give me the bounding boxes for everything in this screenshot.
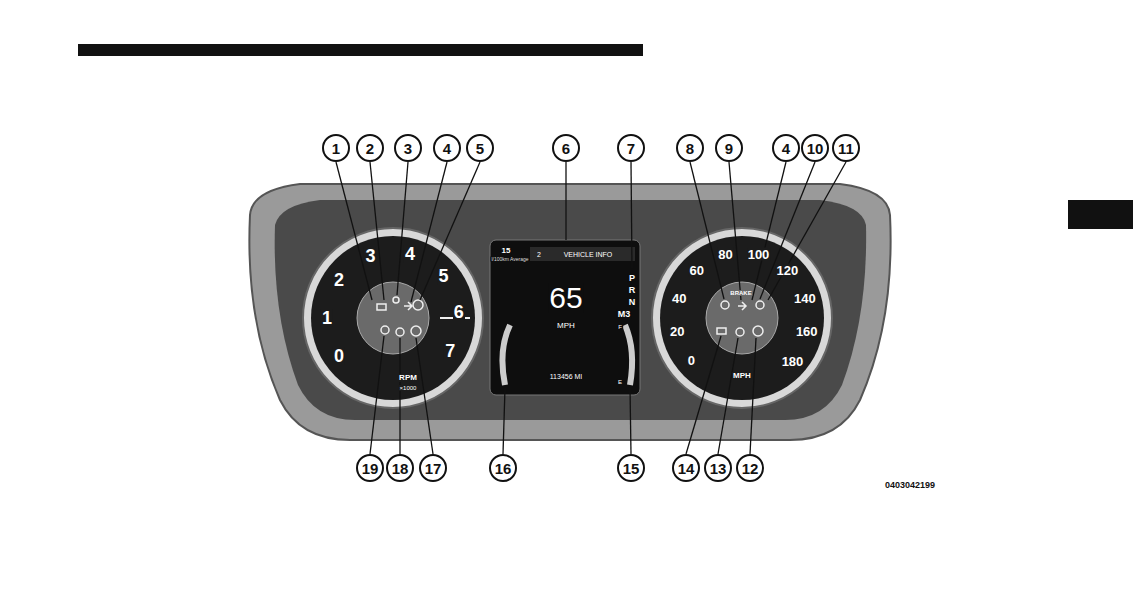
callout-number: 14: [678, 460, 695, 477]
cluster-face: [275, 200, 866, 420]
tach-numeral: 2: [333, 271, 345, 289]
speed-numeral: 160: [795, 324, 819, 337]
speed-numeral: 0: [687, 354, 696, 367]
callout-circle: 10: [801, 134, 829, 162]
callout-circle: 3: [394, 134, 422, 162]
callout-circle: 6: [552, 134, 580, 162]
fuel-mark: F: [617, 324, 623, 330]
gauge-unit: ×1000: [399, 385, 418, 391]
display-header: [530, 247, 635, 261]
display-text: MPH: [556, 322, 576, 330]
gear-letter: M3: [617, 310, 632, 319]
cluster-bezel: [249, 184, 890, 440]
callout-number: 18: [392, 460, 409, 477]
gear-letter: P: [628, 274, 636, 283]
speedo-hub: [706, 282, 778, 354]
gauge-unit: RPM: [398, 374, 418, 382]
callout-number: 11: [838, 140, 854, 157]
speedo-face: [660, 236, 824, 400]
callout-circle: 4: [772, 134, 800, 162]
callout-circle: 13: [704, 454, 732, 482]
callout-circle: 4: [433, 134, 461, 162]
callout-number: 4: [782, 140, 790, 157]
fuel-mark: E: [617, 379, 623, 385]
speedo-ring: [652, 228, 832, 408]
tach-numeral: 3: [364, 247, 376, 265]
speed-numeral: 140: [793, 291, 817, 304]
leader-lines: [336, 162, 846, 454]
speed-numeral: 180: [781, 354, 805, 367]
speed-numeral: 20: [669, 324, 685, 337]
callout-circle: 12: [736, 454, 764, 482]
warning-text: BRAKE: [729, 290, 752, 296]
temp-bar: [502, 325, 510, 385]
tach-ring: [303, 228, 483, 408]
callout-number: 12: [742, 460, 759, 477]
callout-circle: 7: [617, 134, 645, 162]
callout-number: 1: [332, 140, 340, 157]
callout-number: 3: [404, 140, 412, 157]
section-tab: [1068, 200, 1133, 229]
callout-circle: 8: [676, 134, 704, 162]
callout-number: 13: [710, 460, 727, 477]
figure-id: 0403042199: [884, 481, 936, 490]
callout-number: 4: [443, 140, 451, 157]
callout-number: 16: [495, 460, 512, 477]
callout-number: 7: [627, 140, 635, 157]
center-display: [490, 240, 640, 395]
callout-number: 6: [562, 140, 570, 157]
gear-letter: R: [628, 286, 637, 295]
odometer: 113456 MI: [549, 373, 584, 380]
tach-numeral: 6: [453, 303, 465, 321]
callout-circle: 2: [356, 134, 384, 162]
callout-number: 5: [476, 140, 484, 157]
speed-numeral: 120: [775, 264, 799, 277]
callout-number: 10: [807, 140, 824, 157]
callout-circle: 11: [832, 134, 860, 162]
display-text: l/100km Average: [490, 257, 529, 262]
tach-numeral: 0: [333, 347, 345, 365]
tach-numeral: 4: [404, 245, 416, 263]
callout-number: 19: [362, 460, 379, 477]
callout-circle: 5: [466, 134, 494, 162]
display-text: 15: [501, 247, 512, 255]
display-text: 2: [536, 251, 542, 258]
speed-numeral: 100: [747, 248, 771, 261]
display-text: VEHICLE INFO: [563, 251, 614, 258]
tach-hub: [357, 282, 429, 354]
fuel-bar: [625, 325, 632, 385]
speed-numeral: 80: [717, 248, 733, 261]
callout-circle: 1: [322, 134, 350, 162]
callout-circle: 17: [419, 454, 447, 482]
speed-readout: 65: [548, 283, 583, 313]
tach-numeral: 1: [321, 309, 333, 327]
callout-number: 8: [686, 140, 694, 157]
callout-circle: 9: [715, 134, 743, 162]
gear-letter: N: [628, 298, 637, 307]
gauge-unit: MPH: [732, 372, 752, 380]
callout-circle: 18: [386, 454, 414, 482]
tach-numeral: 7: [444, 342, 456, 360]
callout-circle: 14: [672, 454, 700, 482]
callout-number: 15: [623, 460, 640, 477]
speed-numeral: 60: [689, 263, 705, 276]
callout-number: 9: [725, 140, 733, 157]
tach-numeral: 5: [438, 267, 450, 285]
callout-number: 17: [425, 460, 442, 477]
callout-number: 2: [366, 140, 374, 157]
header-bar: [78, 44, 643, 56]
callout-circle: 15: [617, 454, 645, 482]
callout-circle: 16: [489, 454, 517, 482]
speed-numeral: 40: [671, 291, 687, 304]
tach-face: [311, 236, 475, 400]
callout-circle: 19: [356, 454, 384, 482]
